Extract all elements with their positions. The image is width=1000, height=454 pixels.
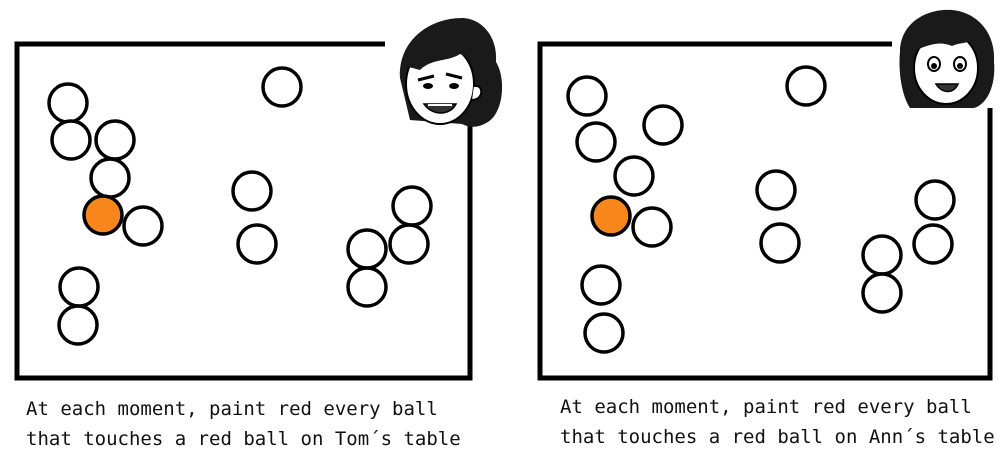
ball <box>582 266 620 304</box>
ball <box>52 121 90 159</box>
tom-caption: At each moment, paint red every ball tha… <box>26 394 461 454</box>
ball <box>96 121 134 159</box>
ball <box>863 236 901 274</box>
ann-caption: At each moment, paint red every ball tha… <box>560 392 995 452</box>
ball <box>91 159 129 197</box>
ball <box>644 106 682 144</box>
ball <box>124 207 162 245</box>
tom-caption-line1: At each moment, paint red every ball <box>26 394 461 424</box>
ann-face-icon <box>899 10 994 108</box>
ball <box>348 230 386 268</box>
ball <box>60 268 98 306</box>
tom-panel <box>17 18 502 378</box>
ball <box>914 225 952 263</box>
ball <box>577 123 615 161</box>
ball <box>757 171 795 209</box>
ball <box>263 68 301 106</box>
ball <box>761 224 799 262</box>
ball <box>633 208 671 246</box>
ann-caption-line2: that touches a red ball on Ann´s table <box>560 422 995 452</box>
tom-face-icon <box>400 18 502 127</box>
ball <box>49 84 87 122</box>
red-ball <box>592 197 630 235</box>
ball <box>348 268 386 306</box>
ann-balls <box>568 67 954 352</box>
ball <box>238 225 276 263</box>
ball <box>787 67 825 105</box>
ball <box>233 172 271 210</box>
ball <box>863 274 901 312</box>
ball <box>59 306 97 344</box>
tom-balls <box>49 68 431 344</box>
ann-caption-line1: At each moment, paint red every ball <box>560 392 995 422</box>
ball <box>393 187 431 225</box>
ball <box>585 314 623 352</box>
ann-panel <box>540 10 994 378</box>
ball <box>615 157 653 195</box>
red-ball <box>84 196 122 234</box>
ball <box>390 225 428 263</box>
ball <box>568 77 606 115</box>
ball <box>916 181 954 219</box>
